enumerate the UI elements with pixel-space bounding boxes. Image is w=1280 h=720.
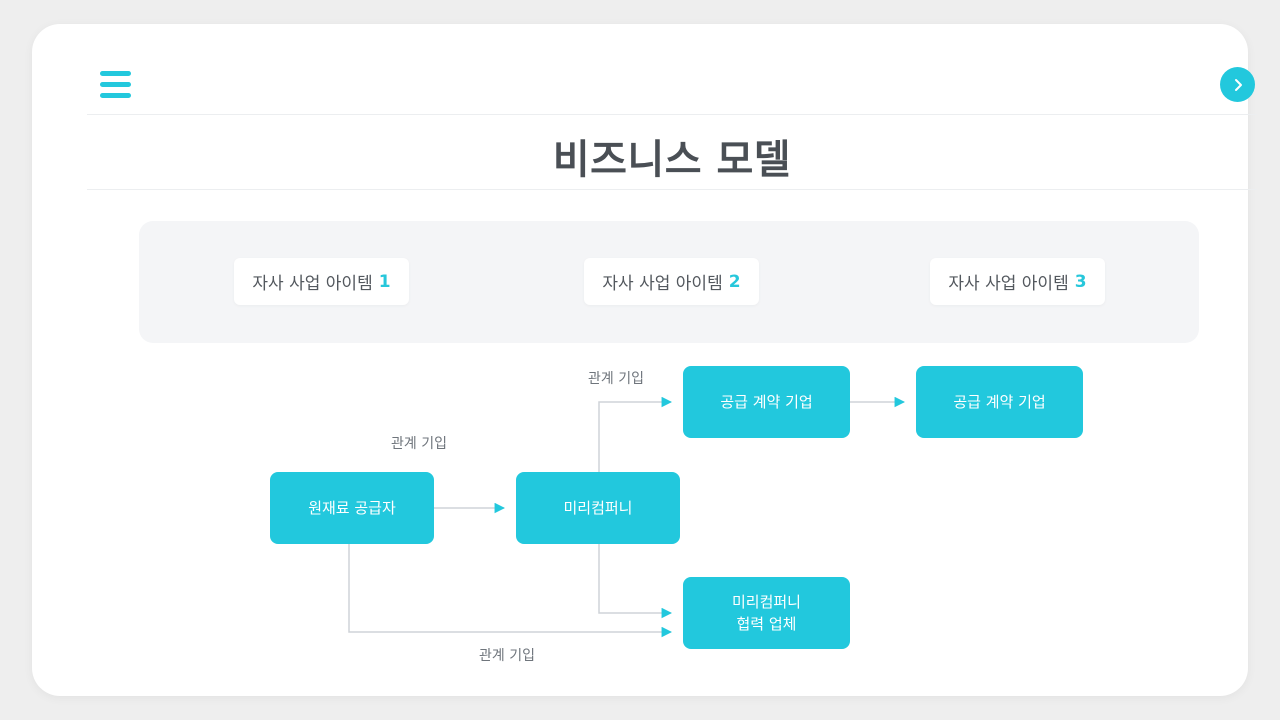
diagram-node-partner[interactable]: 미리컴퍼니 협력 업체 — [683, 577, 850, 649]
connector-company-to-contract1 — [598, 396, 673, 472]
header-divider-bottom — [87, 189, 1257, 190]
business-item-label-2: 자사 사업 아이템 — [602, 274, 723, 294]
hamburger-menu-icon[interactable] — [100, 71, 131, 99]
diagram-node-supplier[interactable]: 원재료 공급자 — [270, 472, 434, 544]
next-slide-button[interactable] — [1220, 67, 1255, 102]
edge-label-bottom: 관계 기입 — [479, 648, 535, 664]
hamburger-bar-1 — [100, 71, 131, 76]
business-item-label-1: 자사 사업 아이템 — [252, 274, 373, 294]
chevron-right-icon — [1234, 78, 1242, 91]
business-model-diagram: 원재료 공급자 미리컴퍼니 공급 계약 기업 공급 계약 기업 미리컴퍼니 협력… — [32, 24, 1280, 720]
diagram-node-company-label: 미리컴퍼니 — [563, 498, 633, 517]
connector-company-to-partner — [598, 544, 673, 619]
hamburger-bar-3 — [100, 93, 131, 98]
diagram-node-contract-company-2-label: 공급 계약 기업 — [953, 392, 1046, 411]
business-item-card-3[interactable]: 자사 사업 아이템 3 — [930, 258, 1105, 305]
diagram-node-partner-label-line1: 미리컴퍼니 — [731, 592, 801, 611]
hamburger-bar-2 — [100, 82, 131, 87]
header-divider-top — [87, 114, 1257, 115]
business-item-number-3: 3 — [1074, 271, 1087, 292]
page-title: 비즈니스 모델 — [552, 137, 792, 183]
business-item-card-1[interactable]: 자사 사업 아이템 1 — [234, 258, 409, 305]
diagram-node-contract-company-1[interactable]: 공급 계약 기업 — [683, 366, 850, 438]
edge-label-top: 관계 기입 — [588, 371, 644, 387]
edge-label-middle: 관계 기입 — [391, 436, 447, 452]
business-item-number-2: 2 — [728, 271, 741, 292]
diagram-node-contract-company-2[interactable]: 공급 계약 기업 — [916, 366, 1083, 438]
connector-supplier-to-partner — [348, 544, 673, 638]
business-item-label-3: 자사 사업 아이템 — [948, 274, 1069, 294]
business-item-card-2[interactable]: 자사 사업 아이템 2 — [584, 258, 759, 305]
diagram-node-company[interactable]: 미리컴퍼니 — [516, 472, 680, 544]
business-item-number-1: 1 — [378, 271, 391, 292]
diagram-node-supplier-label: 원재료 공급자 — [308, 498, 396, 517]
diagram-node-contract-company-1-label: 공급 계약 기업 — [720, 392, 813, 411]
diagram-node-partner-label-line2: 협력 업체 — [736, 615, 797, 633]
slide-card: 비즈니스 모델 자사 사업 아이템 1 자사 사업 아이템 2 자사 사업 아이… — [32, 24, 1257, 696]
